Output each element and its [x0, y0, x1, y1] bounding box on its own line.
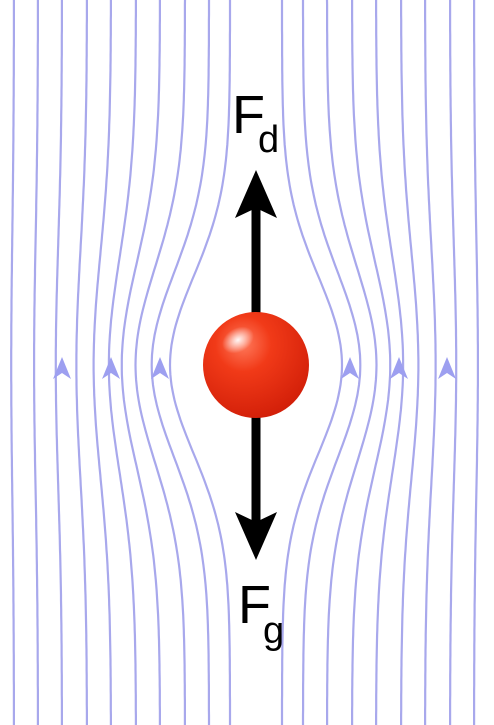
particle-sphere: [203, 312, 309, 418]
gravity-force-label: F g: [238, 575, 284, 652]
streamline: [400, 0, 420, 725]
streamline: [134, 0, 187, 725]
gravity-label-main: F: [238, 575, 271, 635]
streamline: [280, 0, 344, 725]
flow-arrow-icon: [151, 357, 169, 379]
particle: [203, 312, 309, 418]
streamline: [424, 0, 437, 725]
streamline: [301, 0, 362, 725]
flow-arrow-icon: [390, 357, 408, 379]
streamline: [33, 0, 39, 725]
gravity-label-subscript: g: [263, 610, 284, 652]
streamline: [351, 0, 392, 725]
flow-direction-arrows: [53, 357, 456, 379]
drag-label-main: F: [232, 85, 265, 145]
streamline: [54, 0, 63, 725]
flow-arrow-icon: [438, 357, 456, 379]
drag-arrow-head: [235, 170, 277, 218]
streamline: [325, 0, 378, 725]
drag-force-arrow: [235, 170, 277, 318]
drag-label-subscript: d: [258, 119, 279, 161]
streamline: [375, 0, 405, 725]
streamline: [449, 0, 458, 725]
particle-highlight: [222, 326, 254, 354]
flow-arrow-icon: [102, 357, 120, 379]
streamline: [10, 0, 15, 725]
flow-arrow-icon: [341, 357, 359, 379]
drag-force-label: F d: [232, 85, 279, 161]
gravity-arrow-head: [235, 512, 277, 560]
streamline: [473, 0, 479, 725]
flow-arrow-icon: [53, 357, 71, 379]
streamlines: [10, 0, 479, 725]
gravity-force-arrow: [235, 412, 277, 560]
streamline: [75, 0, 88, 725]
streamline: [168, 0, 232, 725]
streamline: [92, 0, 112, 725]
streamline: [150, 0, 211, 725]
streamline: [120, 0, 161, 725]
